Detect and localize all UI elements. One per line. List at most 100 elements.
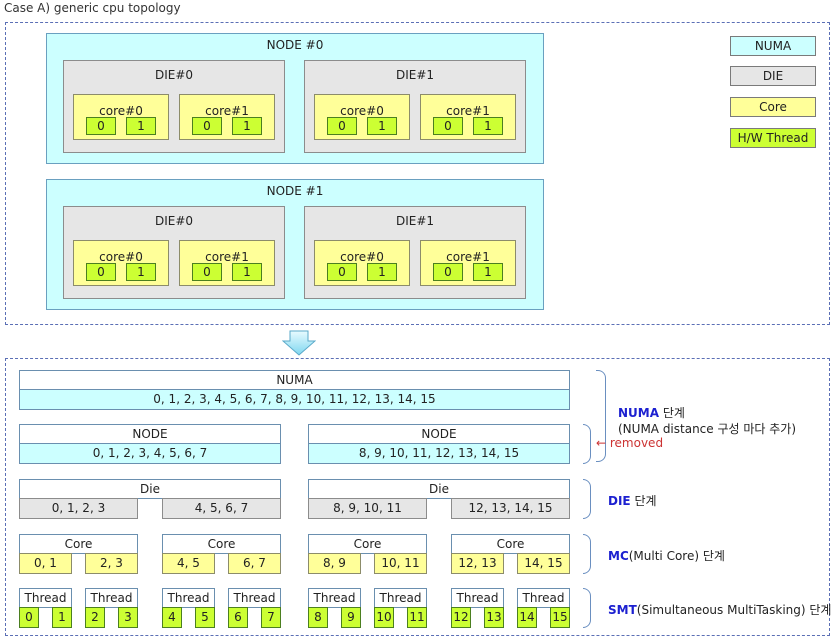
thread-cell: 13	[484, 607, 504, 628]
thread-cell: 3	[118, 607, 138, 628]
die1-header: Die	[308, 479, 570, 499]
legend-core: Core	[730, 97, 816, 117]
removed-note: ← removed	[596, 436, 664, 450]
core-group: 10, 11	[374, 553, 427, 574]
smt-annotation-title: SMT	[608, 603, 637, 617]
thread-cell: 15	[550, 607, 570, 628]
smt-annotation-suffix: (Simultaneous MultiTasking) 단계	[636, 603, 832, 617]
core-header: Core	[451, 534, 570, 554]
mc-annotation-title: MC	[608, 549, 629, 563]
mc-annotation: MC(Multi Core) 단계	[608, 547, 725, 564]
numa-cpus: 0, 1, 2, 3, 4, 5, 6, 7, 8, 9, 10, 11, 12…	[19, 389, 570, 410]
hw-thread: 0	[86, 263, 116, 281]
hw-thread: 0	[433, 117, 463, 135]
hw-thread: 0	[327, 117, 357, 135]
hw-thread: 1	[367, 263, 397, 281]
hw-thread: 0	[192, 263, 222, 281]
core-label: core#1	[205, 250, 249, 264]
die-annotation-suffix: 단계	[630, 494, 657, 508]
thread-cell: 9	[341, 607, 361, 628]
node1-header: NODE	[308, 424, 570, 444]
thread-cell: 12	[451, 607, 471, 628]
core-label: core#0	[340, 104, 384, 118]
hw-thread: 1	[473, 263, 503, 281]
thread-header: Thread	[228, 588, 281, 608]
smt-annotation: SMT(Simultaneous MultiTasking) 단계	[608, 601, 831, 618]
die0-group-0: 0, 1, 2, 3	[19, 498, 138, 519]
hw-thread: 1	[126, 117, 156, 135]
node0-header: NODE	[19, 424, 281, 444]
thread-header: Thread	[308, 588, 361, 608]
die-brace	[583, 479, 591, 519]
core-header: Core	[19, 534, 138, 554]
hw-thread: 0	[433, 263, 463, 281]
core-header: Core	[162, 534, 281, 554]
core-label: core#0	[99, 250, 143, 264]
numa-annotation-suffix: 단계	[659, 406, 685, 420]
thread-cell: 7	[261, 607, 281, 628]
numa-header: NUMA	[19, 370, 570, 390]
die-annotation: DIE 단계	[608, 492, 657, 509]
legend-die: DIE	[730, 66, 816, 86]
legend-hw-thread: H/W Thread	[730, 128, 816, 148]
thread-cell: 6	[228, 607, 248, 628]
thread-cell: 10	[374, 607, 394, 628]
die0-header: Die	[19, 479, 281, 499]
hw-thread: 0	[86, 117, 116, 135]
die-label: DIE#0	[154, 214, 194, 228]
thread-cell: 1	[52, 607, 72, 628]
domain-frame	[5, 358, 830, 636]
mc-annotation-suffix: (Multi Core) 단계	[628, 549, 725, 563]
thread-cell: 8	[308, 607, 328, 628]
figure-caption: Case A) generic cpu topology	[4, 1, 181, 15]
hw-thread: 1	[126, 263, 156, 281]
core-header: Core	[308, 534, 427, 554]
thread-header: Thread	[85, 588, 138, 608]
hw-thread: 0	[327, 263, 357, 281]
smt-brace	[583, 588, 591, 628]
core-group: 2, 3	[85, 553, 138, 574]
hw-thread: 1	[473, 117, 503, 135]
numa-annotation-note: (NUMA distance 구성 마다 추가)	[618, 422, 797, 436]
core-label: core#0	[340, 250, 384, 264]
numa-annotation: NUMA 단계	[618, 404, 685, 421]
thread-header: Thread	[451, 588, 504, 608]
hw-thread: 1	[367, 117, 397, 135]
die-label: DIE#1	[395, 68, 435, 82]
thread-header: Thread	[162, 588, 215, 608]
thread-cell: 0	[19, 607, 39, 628]
core-group: 8, 9	[308, 553, 361, 574]
legend-numa: NUMA	[730, 36, 816, 56]
thread-cell: 14	[517, 607, 537, 628]
die0-group-1: 4, 5, 6, 7	[162, 498, 281, 519]
die1-group-1: 12, 13, 14, 15	[451, 498, 570, 519]
core-label: core#1	[446, 104, 490, 118]
node0-cpus: 0, 1, 2, 3, 4, 5, 6, 7	[19, 443, 281, 464]
thread-cell: 5	[195, 607, 215, 628]
hw-thread: 1	[232, 263, 262, 281]
core-label: core#1	[446, 250, 490, 264]
die1-group-0: 8, 9, 10, 11	[308, 498, 427, 519]
thread-header: Thread	[517, 588, 570, 608]
node-brace	[583, 424, 591, 464]
thread-cell: 4	[162, 607, 182, 628]
thread-header: Thread	[19, 588, 72, 608]
die-annotation-title: DIE	[608, 494, 631, 508]
core-label: core#1	[205, 104, 249, 118]
core-label: core#0	[99, 104, 143, 118]
down-arrow-icon	[282, 330, 316, 356]
hw-thread: 0	[192, 117, 222, 135]
die-label: DIE#1	[395, 214, 435, 228]
thread-cell: 11	[407, 607, 427, 628]
hw-thread: 1	[232, 117, 262, 135]
node-label: NODE #0	[266, 38, 324, 52]
numa-annotation-title: NUMA	[618, 406, 660, 420]
mc-brace	[583, 534, 591, 574]
core-group: 14, 15	[517, 553, 570, 574]
node1-cpus: 8, 9, 10, 11, 12, 13, 14, 15	[308, 443, 570, 464]
thread-cell: 2	[85, 607, 105, 628]
core-group: 0, 1	[19, 553, 72, 574]
core-group: 4, 5	[162, 553, 215, 574]
thread-header: Thread	[374, 588, 427, 608]
node-label: NODE #1	[266, 184, 324, 198]
